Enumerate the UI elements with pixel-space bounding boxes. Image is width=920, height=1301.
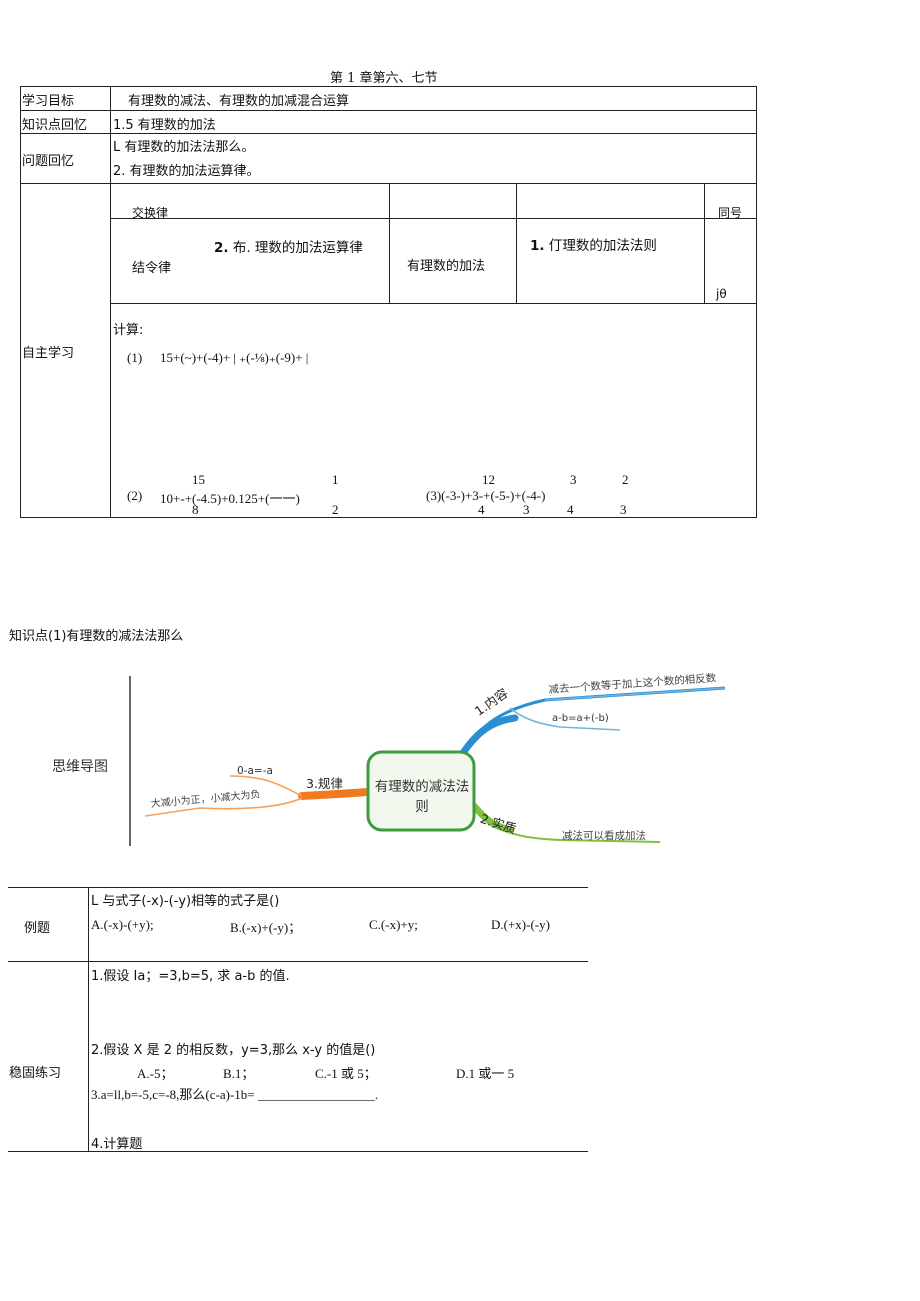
- branch-essence-text: 减法可以看成加法: [562, 830, 646, 842]
- calc-3-bottom-1: 4: [478, 502, 485, 517]
- practice-item-4: 4.计算题: [91, 1137, 143, 1152]
- calc-3-top-3: 2: [622, 472, 629, 487]
- addition-laws-title: 2. 布. 理数的加法运算律: [214, 240, 363, 256]
- practice-2-option-b: B.1；: [223, 1066, 255, 1081]
- knowledge-value: 1.5 有理数的加法: [113, 118, 216, 133]
- associative-law: 结令律: [132, 261, 172, 276]
- calc-3-bottom-2: 3: [523, 502, 530, 517]
- branch-rule-label: 3.规律: [306, 776, 343, 791]
- branch-rule-sub-b: [144, 797, 303, 817]
- mind-map-label: 思维导图: [52, 759, 108, 775]
- addition-rule-title: 1. 仃理数的加法法则: [530, 238, 657, 254]
- calc-2-top: 15: [192, 472, 205, 487]
- branch-essence-trunk: [470, 802, 514, 834]
- practice-2-option-c: C.-1 或 5；: [315, 1066, 377, 1081]
- branch-content-sub: [509, 707, 621, 731]
- branch-content-text-b: a-b=a+(-b): [552, 713, 609, 724]
- practice-2-option-d: D.1 或一 5: [456, 1066, 515, 1081]
- goal-label: 学习目标: [22, 94, 75, 109]
- calc-1-number: (1): [127, 350, 143, 365]
- calc-3-bottom-3: 4: [567, 502, 574, 517]
- calc-2-frac-bottom: 2: [332, 502, 339, 517]
- calc-2-bottom: 8: [192, 502, 199, 517]
- example-option-d: D.(+x)-(-y): [491, 917, 550, 932]
- branch-rule-text-a: 0-a=-a: [237, 765, 273, 777]
- calc-3-bottom-4: 3: [620, 502, 627, 517]
- same-sign: 同号: [718, 206, 743, 220]
- branch-rule-trunk: [298, 788, 372, 800]
- goal-value: 有理数的减法、有理数的加减混合运算: [128, 94, 350, 109]
- calc-3-expression: (3)(-3-)+3-+(-5-)+(-4-): [426, 488, 546, 503]
- question-item-1: L 有理数的加法法那么。: [113, 140, 255, 155]
- practice-label: 稳固练习: [9, 1066, 62, 1081]
- mind-map: [0, 660, 760, 860]
- calc-2-frac-top: 1: [332, 472, 339, 487]
- practice-item-1: 1.假设 Ia；=3,b=5, 求 a-b 的值.: [91, 969, 290, 984]
- knowledge-label: 知识点回忆: [22, 118, 88, 133]
- rational-addition: 有理数的加法: [407, 259, 486, 274]
- practice-2-option-a: A.-5；: [137, 1066, 174, 1081]
- branch-rule-sub-a: [229, 775, 303, 797]
- example-label: 例题: [24, 921, 51, 936]
- center-node-text: 有理数的减法法则: [374, 779, 470, 815]
- calc-3-top-2: 3: [570, 472, 577, 487]
- calc-2-expression: 10+-+(-4.5)+0.125+(一一): [160, 491, 300, 506]
- center-node: [366, 750, 476, 832]
- example-option-b: B.(-x)+(-y)；: [230, 920, 302, 935]
- practice-item-2: 2.假设 X 是 2 的相反数，y=3,那么 x-y 的值是(): [91, 1043, 376, 1058]
- calc-2-number: (2): [127, 488, 143, 503]
- commutative-law: 交换律: [132, 206, 169, 220]
- jtheta-mark: jθ: [716, 287, 727, 301]
- page-title: 第 1 章第六、七节: [330, 71, 438, 86]
- practice-item-3: 3.a=ll,b=-5,c=-8,那么(c-a)-1b= ___________…: [91, 1087, 379, 1102]
- question-item-2: 2. 有理数的加法运算律。: [113, 164, 260, 179]
- calc-1-expression: 15+(~)+(-4)+ | ₊(-⅛)₊(-9)+ |: [160, 350, 309, 365]
- mind-map-svg: [129, 676, 726, 846]
- question-label: 问题回忆: [22, 154, 75, 169]
- example-option-a: A.(-x)-(+y);: [91, 917, 154, 932]
- calc-label: 计算:: [113, 323, 144, 338]
- example-question: L 与式子(-x)-(-y)相等的式子是(): [91, 894, 280, 909]
- section-title: 知识点(1)有理数的减法法那么: [9, 629, 184, 644]
- self-study-label: 自主学习: [22, 346, 75, 361]
- calc-3-top-1: 12: [482, 472, 495, 487]
- example-option-c: C.(-x)+y;: [369, 917, 418, 932]
